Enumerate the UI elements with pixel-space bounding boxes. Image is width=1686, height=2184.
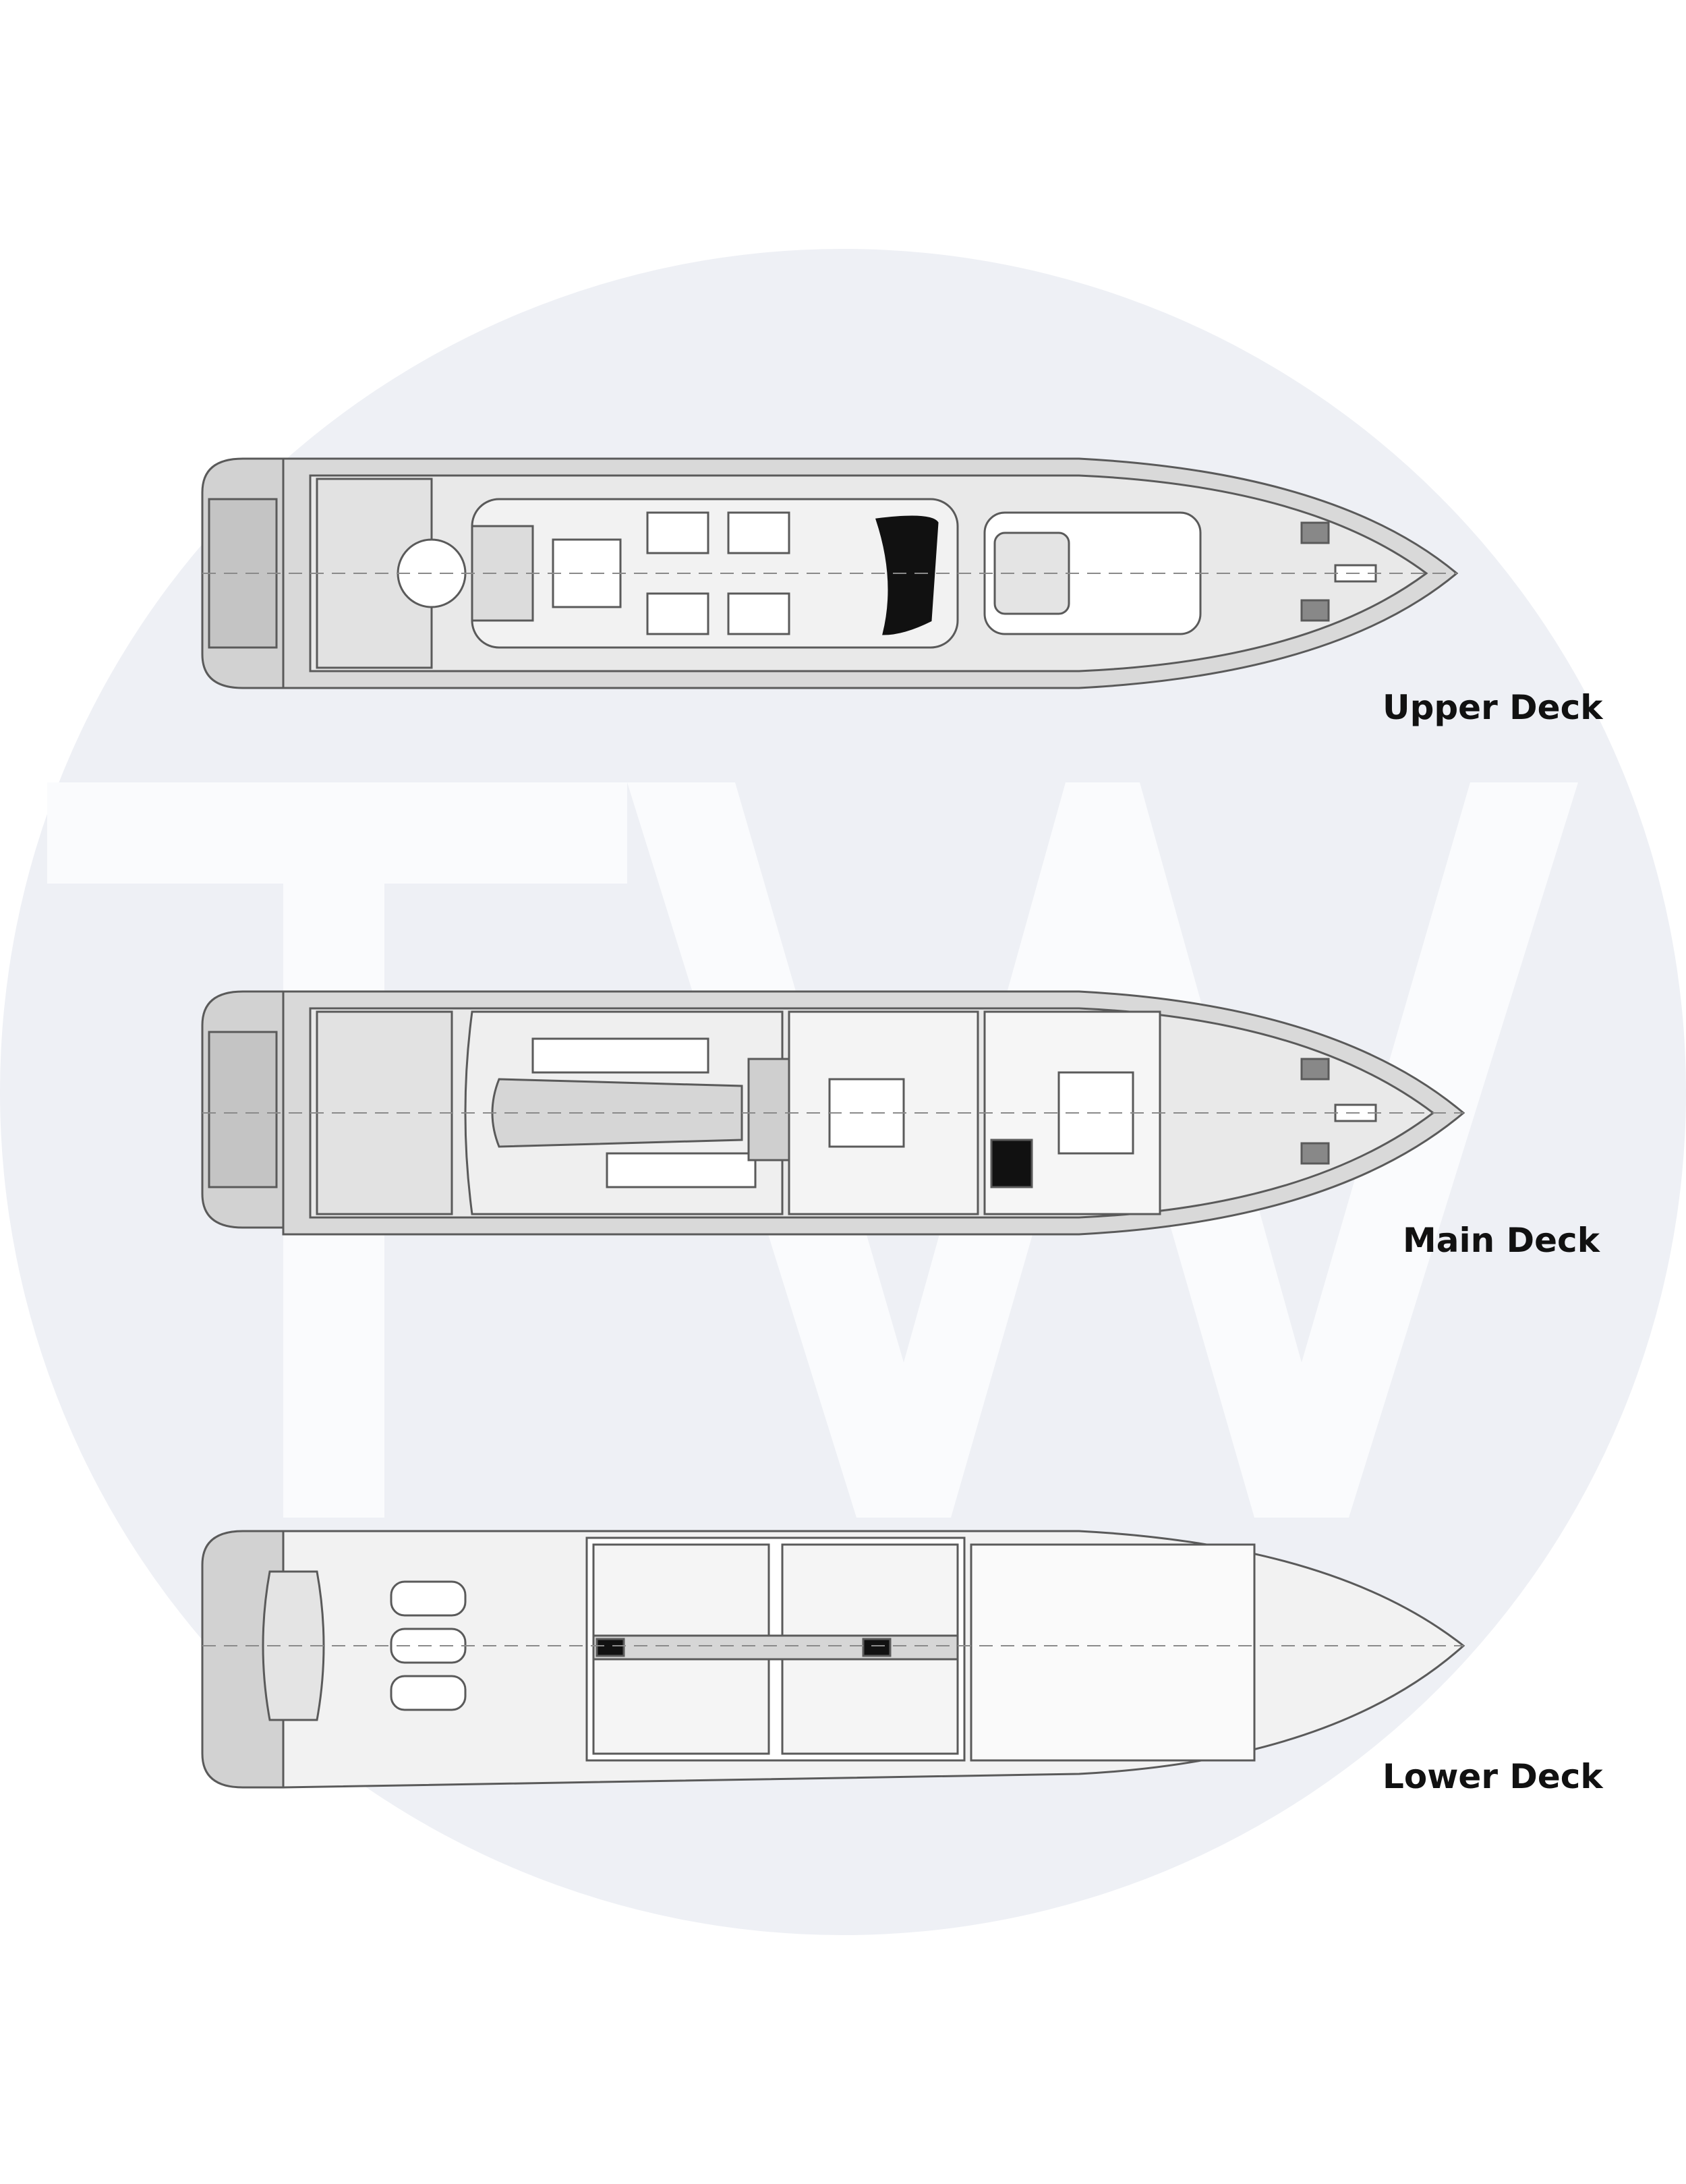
lower-deck-jetski-3: [390, 1675, 467, 1711]
main-deck-label: Main Deck: [1403, 1221, 1600, 1260]
upper-deck-stair: [471, 525, 534, 622]
lower-deck-cabin-1: [592, 1543, 770, 1640]
main-deck-saloon-sofa-1: [531, 1037, 709, 1074]
main-deck-stair: [747, 1058, 790, 1161]
lower-deck-wardrobe-1: [595, 1638, 625, 1657]
upper-deck-dining-table: [552, 538, 622, 608]
main-deck-bow-fitting-1: [1300, 1058, 1330, 1081]
lower-deck-corridor: [592, 1634, 959, 1661]
upper-deck-windshield: [875, 515, 939, 635]
main-deck-saloon-sofa-2: [606, 1152, 757, 1188]
main-deck-plan: [201, 990, 1465, 1236]
main-deck-stern-steps: [208, 1031, 278, 1188]
lower-deck-label: Lower Deck: [1383, 1757, 1603, 1796]
lower-deck-plan: [201, 1530, 1465, 1789]
upper-deck-plan: [201, 457, 1459, 689]
watermark-letter-w: [627, 782, 1578, 1518]
upper-deck-stern-steps: [208, 498, 278, 649]
lower-deck-crew-area: [970, 1543, 1256, 1762]
upper-deck-seating-3: [727, 511, 790, 554]
upper-deck-seating-2: [646, 592, 709, 635]
lower-deck-cabin-4: [781, 1658, 959, 1755]
upper-deck-bow-fitting-1: [1300, 521, 1330, 544]
lower-deck-cabin-3: [781, 1543, 959, 1640]
lower-deck-wardrobe-2: [862, 1638, 892, 1657]
upper-deck-bow-fitting-2: [1300, 599, 1330, 622]
upper-deck-label: Upper Deck: [1383, 688, 1603, 727]
lower-deck-cabin-2: [592, 1658, 770, 1755]
main-deck-dining-table: [828, 1078, 905, 1148]
lower-deck-jetski-1: [390, 1580, 467, 1617]
upper-deck-seating-4: [727, 592, 790, 635]
upper-deck-seating-1: [646, 511, 709, 554]
main-deck-master-wardrobe: [990, 1139, 1033, 1188]
main-deck-bow-fitting-2: [1300, 1142, 1330, 1165]
